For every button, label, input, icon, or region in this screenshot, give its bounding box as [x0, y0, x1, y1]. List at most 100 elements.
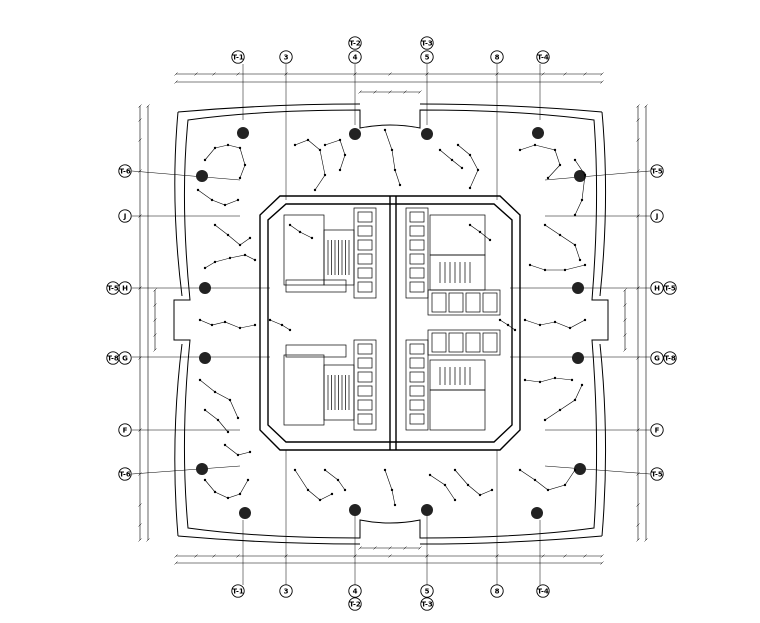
columns — [196, 127, 586, 519]
stair — [429, 359, 486, 391]
grid-bubble-left-extra-0: T-5 — [106, 281, 120, 295]
shaft-cell — [409, 225, 425, 237]
grid-label: T-3 — [421, 39, 433, 47]
grid-label: T-1 — [232, 53, 244, 61]
column — [196, 170, 208, 182]
column — [574, 463, 586, 475]
circuit-run — [294, 139, 326, 191]
column — [572, 282, 584, 294]
grid-bubble-left-2: H — [118, 281, 132, 295]
column — [421, 504, 433, 516]
grid-bubble-right-extra-1: T-8 — [663, 351, 677, 365]
circuit-runs — [196, 128, 587, 507]
shaft-cell — [409, 253, 425, 265]
shaft-cell — [357, 399, 373, 411]
grid-bubble-bottom-2: 4 — [348, 584, 362, 598]
grid-bubble-top-5: T-4 — [536, 50, 550, 64]
grid-bubble-top-2: 4 — [348, 50, 362, 64]
circuit-run — [574, 159, 586, 216]
grid-label: 3 — [284, 587, 289, 595]
shaft-cell — [357, 253, 373, 265]
shaft-cell — [409, 385, 425, 397]
grid-label: T-3 — [421, 600, 433, 608]
grid-label: F — [123, 426, 128, 434]
lift-car — [431, 332, 447, 353]
column — [199, 282, 211, 294]
grid-label: 4 — [353, 587, 358, 595]
circuit-run — [269, 319, 291, 331]
column — [237, 127, 249, 139]
grid-label: 3 — [284, 53, 289, 61]
column — [531, 507, 543, 519]
grid-label: H — [122, 284, 128, 292]
circuit-run — [544, 384, 583, 421]
circuit-run — [454, 469, 493, 496]
grid-bubble-left-5: T-6 — [118, 467, 132, 481]
grid-bubble-top-0: T-1 — [231, 50, 245, 64]
grid-label: J — [655, 212, 659, 220]
stair — [323, 229, 355, 286]
grid-label: 5 — [425, 587, 430, 595]
shaft-cell — [409, 371, 425, 383]
grid-bubble-bottom-0: T-1 — [231, 584, 245, 598]
column — [349, 504, 361, 516]
grid-label: G — [122, 354, 128, 362]
shaft-cell — [357, 385, 373, 397]
grid-label: T-4 — [537, 53, 549, 61]
circuit-run — [457, 144, 479, 189]
shaft-cell — [409, 413, 425, 425]
grid-bubble-left-0: T-6 — [118, 164, 132, 178]
shaft-cell — [409, 281, 425, 293]
shaft-cell — [409, 267, 425, 279]
circuit-run — [524, 377, 573, 383]
shaft — [405, 207, 429, 299]
room — [429, 389, 486, 431]
grid-bubble-left-4: F — [118, 423, 132, 437]
circuit-run — [324, 139, 346, 171]
grid-bubble-left-3: G — [118, 351, 132, 365]
shaft-cell — [357, 239, 373, 251]
lift-car — [465, 292, 481, 313]
grid-bubble-left-extra-1: T-8 — [106, 351, 120, 365]
grid-bubble-right-3: G — [650, 351, 664, 365]
circuit-run — [324, 469, 346, 491]
grid-label: T-6 — [119, 470, 131, 478]
circuit-run — [204, 144, 246, 179]
circuit-run — [294, 469, 333, 501]
grid-label: T-4 — [537, 587, 549, 595]
grid-label: T-6 — [119, 167, 131, 175]
shaft-cell — [357, 357, 373, 369]
shaft — [353, 207, 377, 299]
grid-label: T-2 — [349, 39, 361, 47]
core-rooms — [283, 207, 501, 431]
grid-bubble-top-extra-0: T-2 — [348, 36, 362, 50]
circuit-run — [384, 129, 401, 186]
lift-car — [448, 332, 464, 353]
lift-car — [448, 292, 464, 313]
lift-car — [482, 332, 498, 353]
room — [429, 214, 486, 256]
dimension-lines — [139, 73, 647, 564]
grid-bubble-bottom-3: 5 — [420, 584, 434, 598]
shaft-cell — [409, 343, 425, 355]
grid-bubble-bottom-4: 8 — [490, 584, 504, 598]
shaft-cell — [409, 399, 425, 411]
grid-label: H — [654, 284, 660, 292]
lift-car — [431, 292, 447, 313]
shaft-cell — [357, 371, 373, 383]
grid-bubble-right-5: T-5 — [650, 467, 664, 481]
circuit-run — [204, 409, 229, 433]
lift-car — [465, 332, 481, 353]
grid-label: 8 — [495, 53, 500, 61]
stair — [323, 364, 355, 421]
shaft-cell — [357, 413, 373, 425]
column — [199, 352, 211, 364]
grid-bubble-bottom-extra-1: T-3 — [420, 597, 434, 611]
grid-label: T-8 — [107, 354, 119, 362]
grid-bubble-top-extra-1: T-3 — [420, 36, 434, 50]
column — [196, 463, 208, 475]
grid-bubble-top-3: 5 — [420, 50, 434, 64]
grid-label: F — [655, 426, 660, 434]
column — [421, 128, 433, 140]
